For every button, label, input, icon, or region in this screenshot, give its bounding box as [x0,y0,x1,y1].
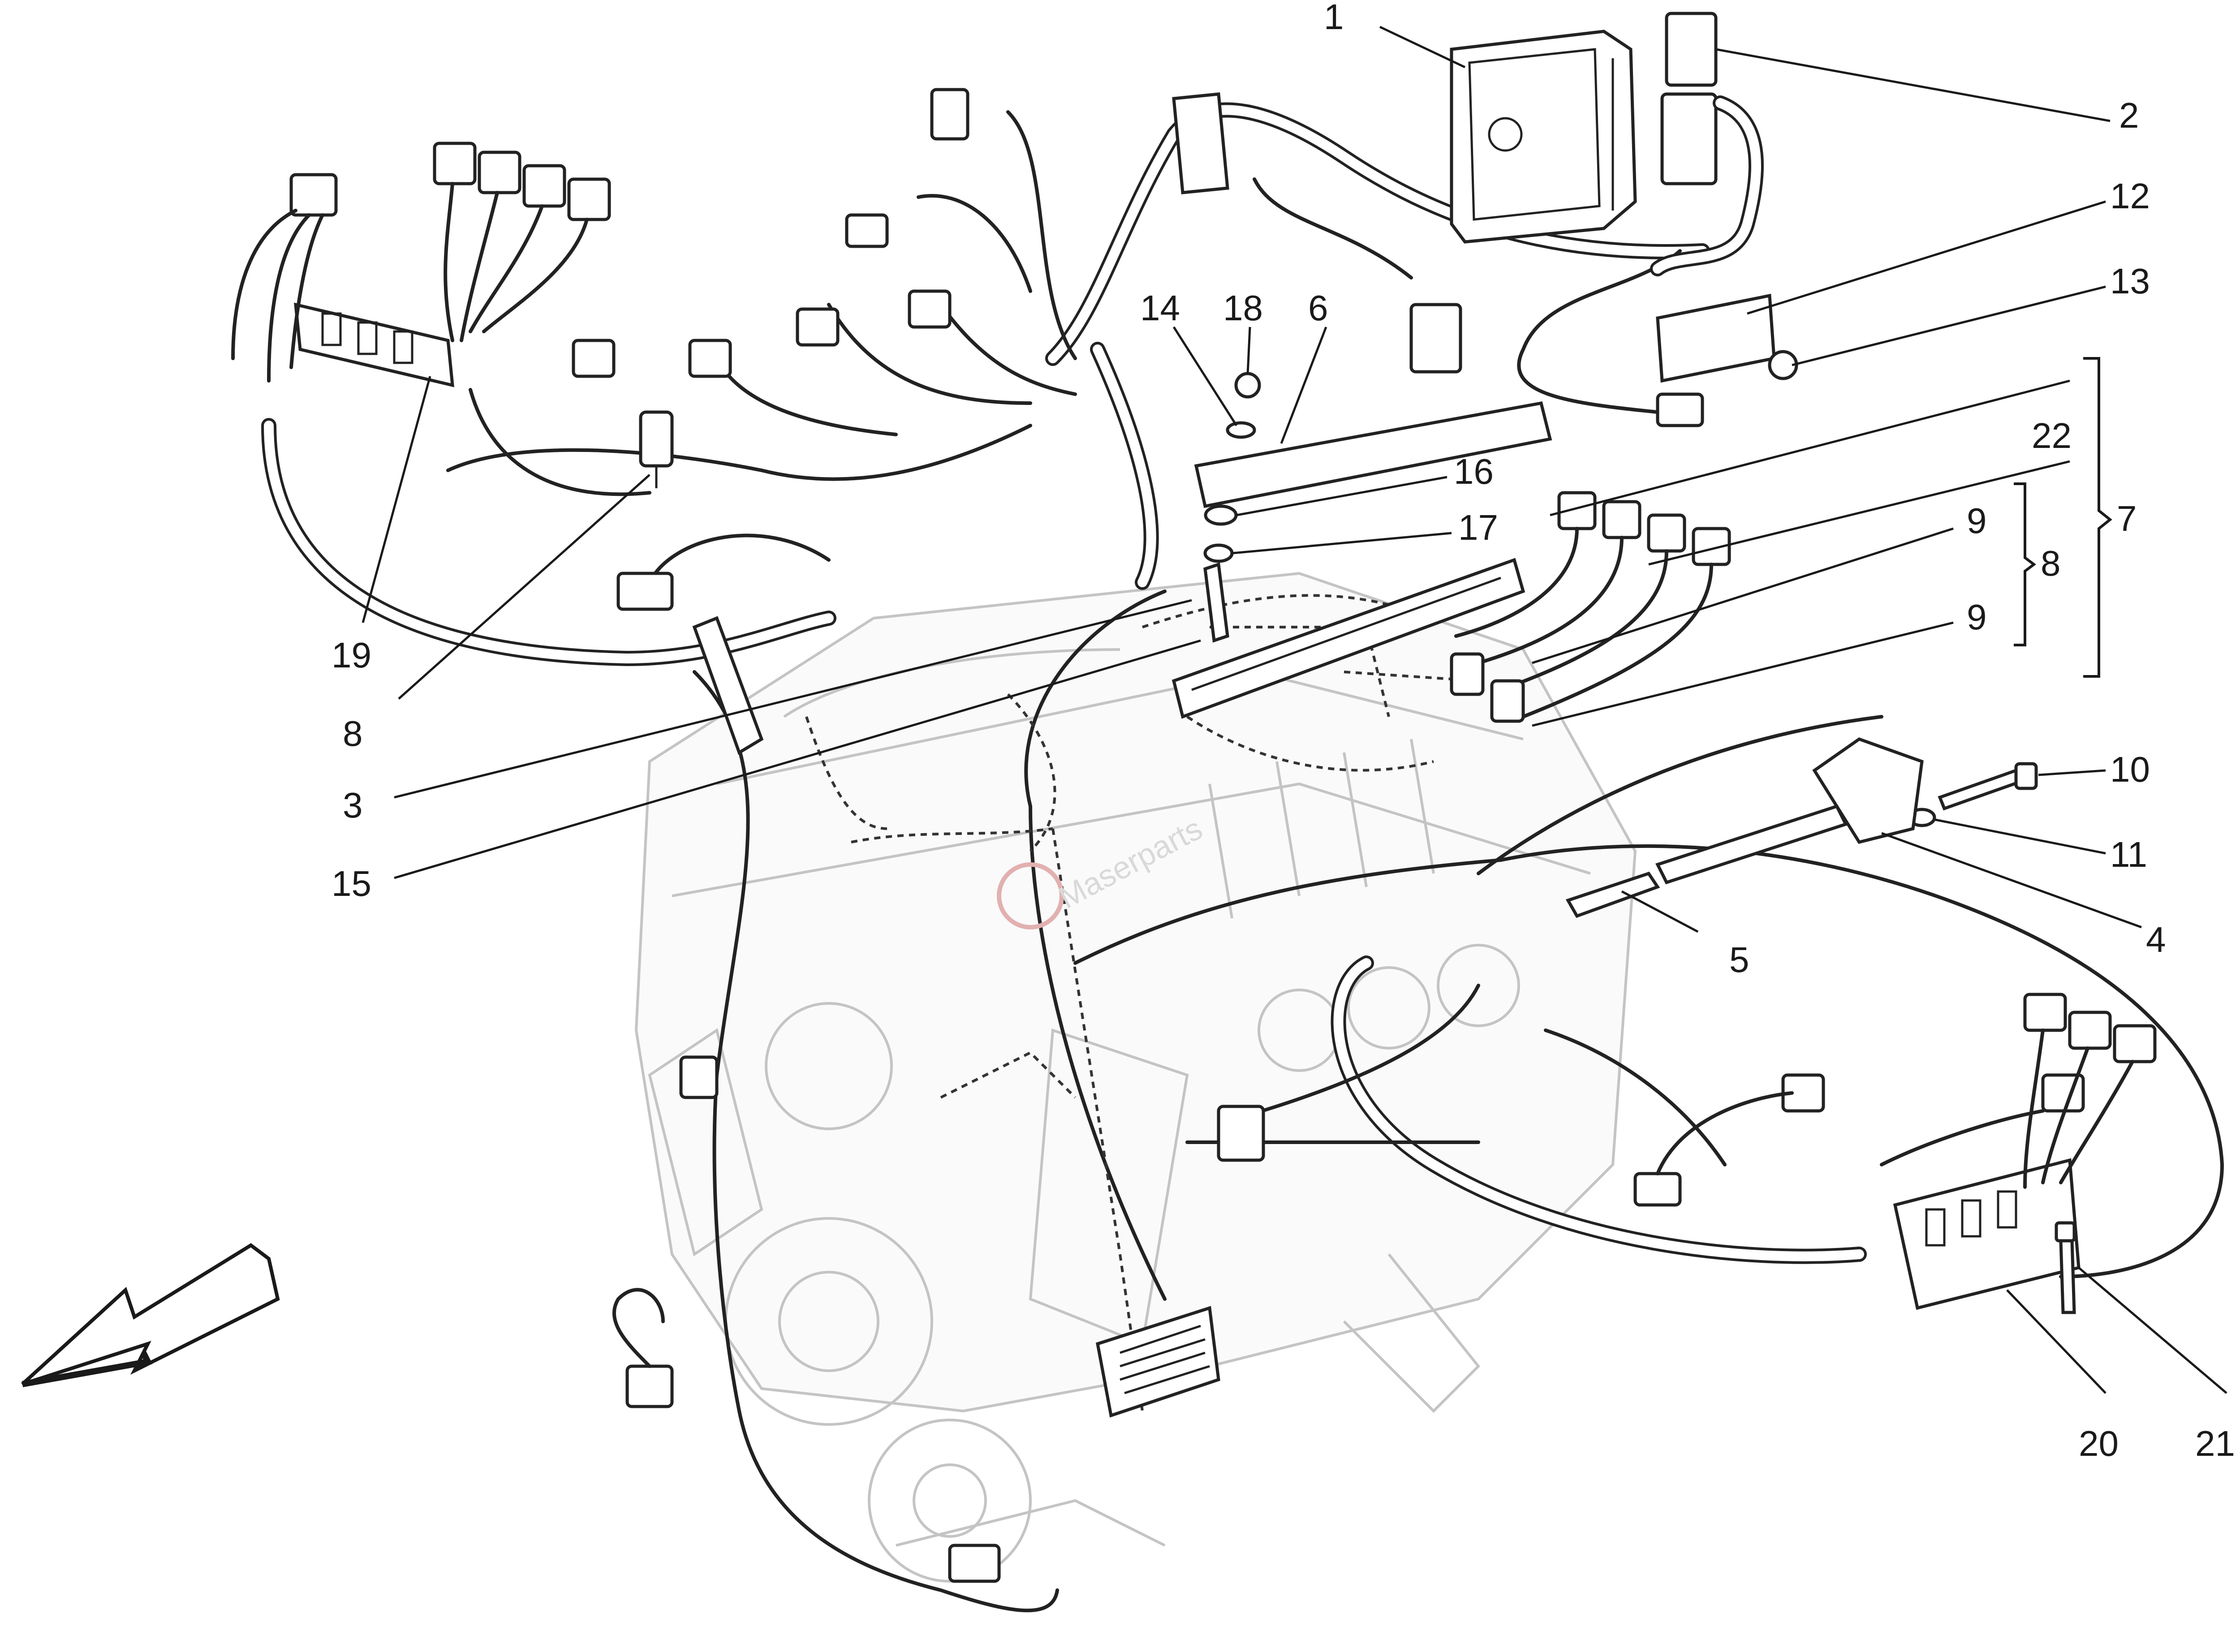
callout-18: 18 [1223,288,1263,328]
callout-16: 16 [1454,452,1494,491]
injector-connectors-7 [1454,491,1731,718]
heat-shield [1095,1306,1220,1418]
nut-18 [1234,372,1261,399]
injector-9 [1450,652,1525,723]
callout-4: 4 [2146,920,2166,959]
callout-17: 17 [1458,508,1498,547]
callout-20: 20 [2079,1424,2119,1463]
leader-lines [362,26,2227,1394]
callout-9-upper: 9 [1967,501,1987,541]
callout-19: 19 [332,635,371,675]
ecu-connectors [1650,12,1764,276]
callout-13: 13 [2110,261,2150,301]
washer-17 [1203,543,1234,563]
sensor-4 [1655,737,1924,885]
callout-7-group: 7 [2117,499,2137,538]
callout-8-left: 8 [343,714,363,753]
probe-5 [1565,871,1660,918]
callout-14: 14 [1140,288,1180,328]
sensor-3 [616,572,764,755]
coil-connectors-left [433,142,611,342]
connector-block [1409,303,1704,427]
sensor-connectors-bottom [612,1055,1825,1583]
callout-22: 22 [2032,416,2072,456]
coil-connectors-center [572,88,969,378]
callout-labels: 1 2 12 13 14 18 6 16 17 22 9 9 8 7 10 11… [332,0,2235,1463]
callout-10: 10 [2110,749,2150,789]
group-bracket-8 [2014,482,2036,646]
stud [1203,562,1229,643]
washer-16 [1204,504,1238,526]
direction-arrow [21,1243,280,1387]
relay-bracket-19 [231,173,454,387]
callout-12: 12 [2110,176,2150,216]
callout-3: 3 [343,785,363,825]
callout-21: 21 [2195,1424,2235,1463]
callout-5: 5 [1729,940,1749,980]
callout-6: 6 [1308,288,1328,328]
callout-11: 11 [2110,835,2147,874]
bracket-12 [1656,293,1776,383]
injector-8-left [639,410,674,488]
callout-2: 2 [2119,95,2139,135]
washer-14 [1226,421,1256,439]
callout-8-group: 8 [2041,543,2061,583]
bolt-21 [2055,1221,2076,1314]
callout-1: 1 [1324,0,1344,37]
relay-bracket-20 [1880,993,2157,1310]
bolt-10 [1938,762,2038,811]
cover-plate-6 [1194,401,1552,508]
callout-15: 15 [332,864,371,903]
group-bracket-7 [2083,357,2112,678]
harness-grommet [1172,92,1229,194]
engine-block-outline [634,572,1637,1583]
fuel-rail [1172,558,1525,719]
callout-9-lower: 9 [1967,597,1987,637]
ecu-module [1450,30,1637,244]
